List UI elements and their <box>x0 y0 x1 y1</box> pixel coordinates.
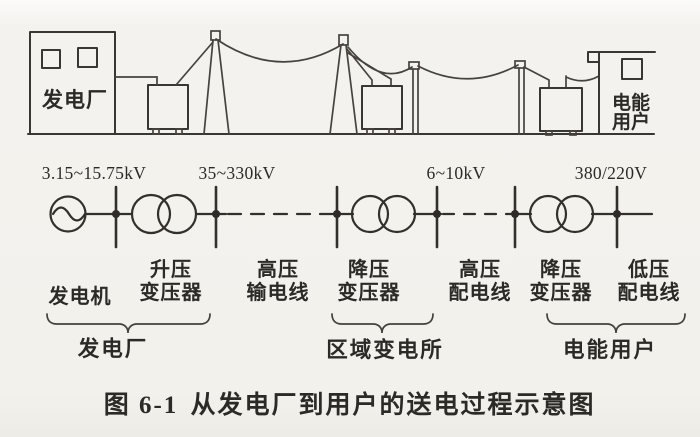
consumer-building-label-line2: 用户 <box>612 110 650 133</box>
group-label-regional-substation: 区域变电所 <box>326 337 444 362</box>
group-label-power-consumer: 电能用户 <box>563 337 657 362</box>
circuit-diagram: 3.15~15.75kV 35~330kV 6~10kV 380/220V <box>42 163 654 249</box>
group-label-power-plant: 发电厂 <box>77 336 149 361</box>
transformer-symbol-step-down-1 <box>350 194 417 234</box>
voltage-label-hv-distribution: 6~10kV <box>427 163 486 183</box>
brace-power-plant <box>46 313 211 334</box>
label-hv-transmission-line1: 高压 <box>257 257 299 281</box>
voltage-label-generator: 3.15~15.75kV <box>42 163 147 183</box>
junction-dot <box>613 210 621 218</box>
junction-dot <box>511 210 519 218</box>
figure-caption-title: 从发电厂到用户的送电过程示意图 <box>190 390 595 419</box>
label-step-up-transformer-line2: 变压器 <box>140 280 203 304</box>
consumer-building: 电能 用户 <box>587 51 656 135</box>
figure-caption: 图 6-1 从发电厂到用户的送电过程示意图 <box>104 390 595 419</box>
transmission-tower-2 <box>329 34 358 135</box>
power-wire-span-2 <box>347 46 413 75</box>
substation-transformer-drawing <box>361 85 403 135</box>
sine-wave-icon <box>51 206 87 222</box>
distribution-pole-2 <box>514 60 526 135</box>
label-lv-distribution-line1: 低压 <box>627 257 670 281</box>
building-window <box>41 49 61 69</box>
label-step-up-transformer-line1: 升压 <box>150 258 192 281</box>
transformer-symbol-step-down-2 <box>528 194 595 234</box>
consumer-drop-wires <box>523 66 600 89</box>
brace-regional-substation <box>331 313 434 334</box>
label-step-down-transformer1-line1: 降压 <box>348 257 390 281</box>
distribution-pole-1 <box>408 61 420 135</box>
generator-symbol <box>49 195 87 233</box>
label-step-down-transformer1-line2: 变压器 <box>338 280 401 304</box>
brace-power-consumer <box>546 313 686 334</box>
power-wire-span-1 <box>215 38 344 63</box>
label-lv-distribution-line2: 配电线 <box>618 280 681 304</box>
scene-illustration: 发电厂 <box>27 30 656 136</box>
building-window <box>621 58 643 80</box>
building-window <box>77 47 98 68</box>
label-step-down-transformer2-line1: 降压 <box>540 257 582 281</box>
consumer-building-label-line1: 电能 <box>612 91 650 114</box>
component-labels: 发电机 升压 变压器 高压 输电线 降压 变压器 高压 配电线 降压 变压器 低… <box>48 257 681 308</box>
power-wire-span-3 <box>417 64 519 80</box>
voltage-label-transmission: 35~330kV <box>198 163 275 183</box>
junction-dot <box>333 210 341 218</box>
consumer-transformer-drawing <box>539 87 583 136</box>
voltage-label-lv-distribution: 380/220V <box>575 163 647 183</box>
group-braces: 发电厂 区域变电所 电能用户 <box>46 313 686 362</box>
transmission-tower-1 <box>203 30 230 135</box>
figure-caption-number: 图 6-1 <box>104 392 179 419</box>
junction-dot <box>212 210 220 218</box>
label-hv-distribution-line1: 高压 <box>459 257 501 281</box>
transformer-symbol-step-up <box>130 193 198 235</box>
label-step-down-transformer2-line2: 变压器 <box>530 280 593 304</box>
step-up-transformer-drawing <box>114 41 214 135</box>
junction-dot <box>433 210 441 218</box>
power-plant-building: 发电厂 <box>29 31 116 135</box>
label-hv-transmission-line2: 输电线 <box>247 280 310 304</box>
label-generator: 发电机 <box>48 284 112 308</box>
junction-dot <box>112 210 120 218</box>
power-plant-building-label: 发电厂 <box>41 88 108 112</box>
label-hv-distribution-line2: 配电线 <box>449 280 512 304</box>
